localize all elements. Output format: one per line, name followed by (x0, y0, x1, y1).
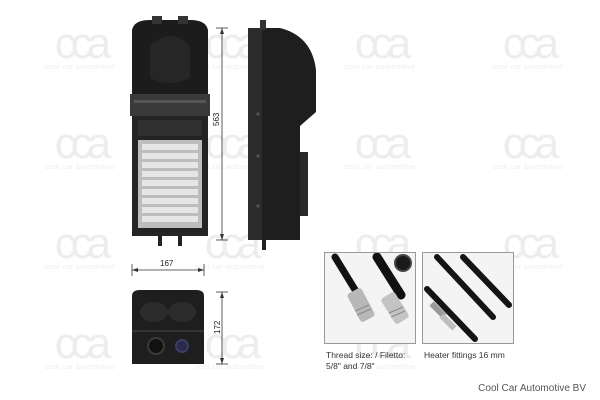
depth-dimension-label: 172 (213, 320, 222, 334)
watermark-logo-text: cca (502, 119, 559, 168)
unit-front-view (130, 16, 210, 246)
watermark-logo-text: cca (502, 19, 559, 68)
caption-line: Thread size: / Filetto: (326, 350, 406, 360)
watermark-logo-text: cca (54, 219, 111, 268)
width-dimension-label: 167 (160, 259, 174, 268)
watermark-tagline: cool car automotive (44, 162, 116, 171)
heater-fittings-illustration (423, 253, 513, 343)
watermark-tagline: cool car automotive (492, 162, 564, 171)
watermark-logo-text: cca (54, 119, 111, 168)
heater-fittings-caption: Heater fittings 16 mm (424, 350, 505, 361)
watermark-tagline: cool car automotive (44, 262, 116, 271)
watermark-logo-text: cca (354, 19, 411, 68)
width-dimension-line (131, 264, 205, 276)
caption-line: 5/8" and 7/8" (326, 361, 375, 371)
height-dimension-line (216, 27, 228, 241)
watermark-tagline: cool car automotive (44, 362, 116, 371)
watermark-tagline: cool car automotive (44, 62, 116, 71)
depth-dimension-line (216, 291, 228, 365)
watermark-logo-text: cca (54, 19, 111, 68)
company-name: Cool Car Automotive BV (478, 383, 586, 394)
thread-fittings-photo (324, 252, 416, 344)
unit-side-view (248, 20, 316, 250)
unit-top-view (132, 290, 204, 364)
watermark-logo-text: cca (54, 319, 111, 368)
heater-fittings-photo (422, 252, 514, 344)
watermark-tagline: cool car automotive (492, 62, 564, 71)
caption-line: Heater fittings 16 mm (424, 350, 505, 360)
watermark-logo-text: cca (354, 119, 411, 168)
watermark-tagline: cool car automotive (344, 162, 416, 171)
thread-fittings-caption: Thread size: / Filetto: 5/8" and 7/8" (326, 350, 405, 372)
thread-fittings-illustration (325, 253, 415, 343)
watermark-tagline: cool car automotive (344, 62, 416, 71)
height-dimension-label: 563 (212, 112, 221, 126)
